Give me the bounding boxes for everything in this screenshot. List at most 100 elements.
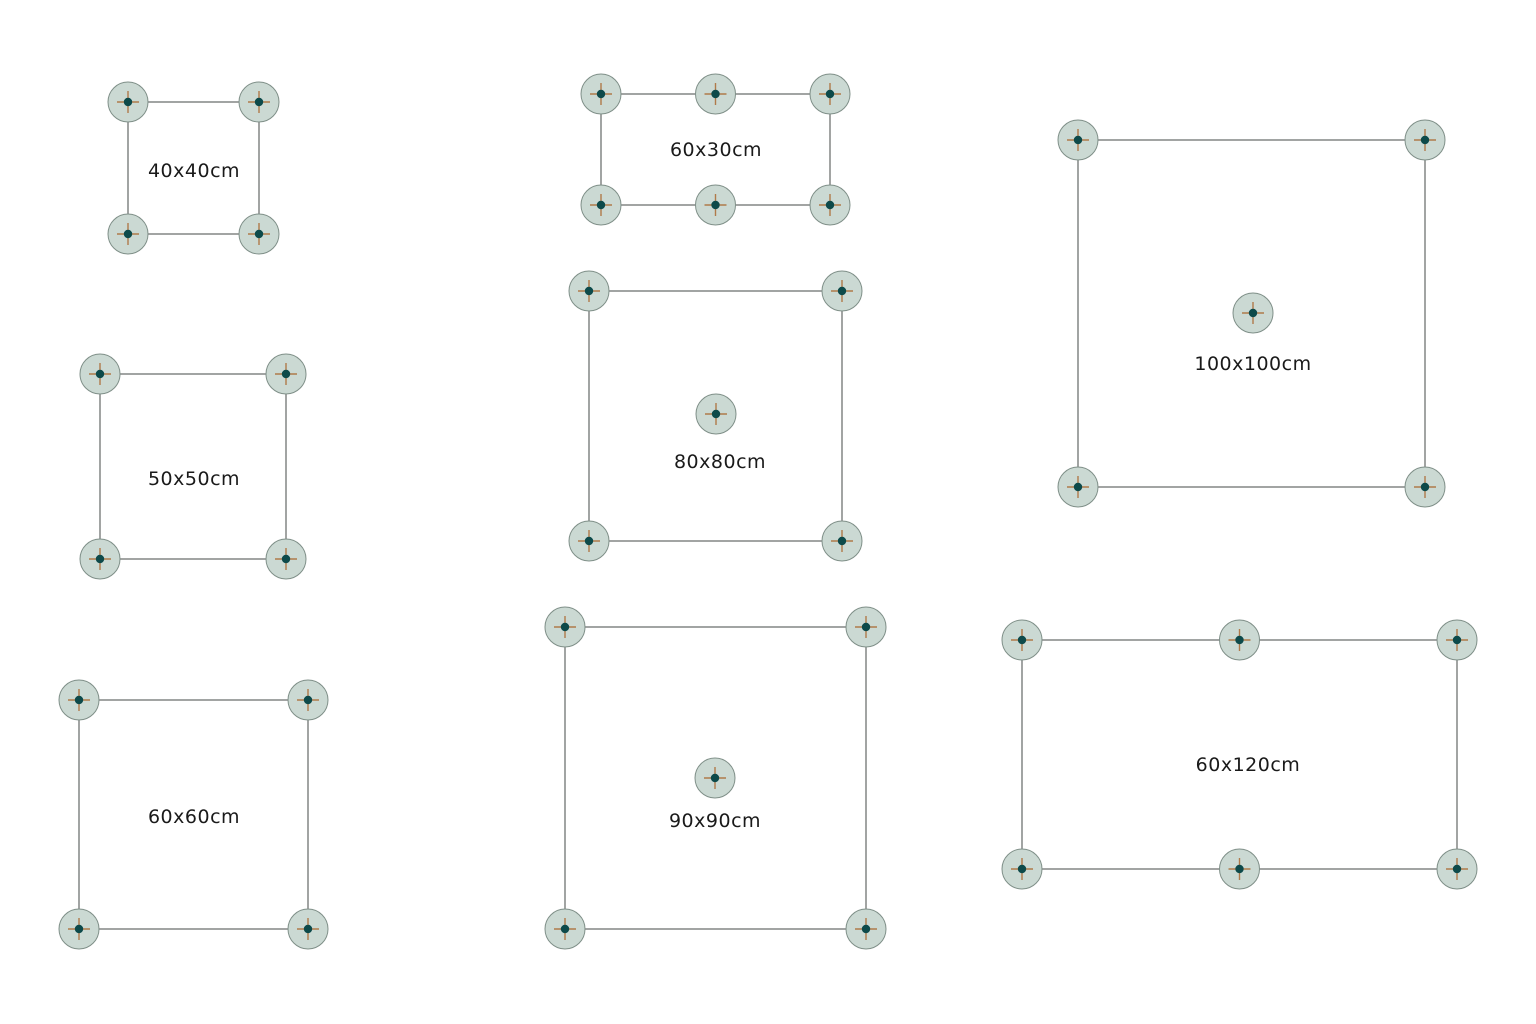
- fixing-dot: [123, 97, 133, 107]
- fixing-dot: [825, 200, 835, 210]
- fixing-point-icon: [1232, 292, 1274, 334]
- fixing-dot: [710, 773, 720, 783]
- fixing-dot: [584, 286, 594, 296]
- fixing-point-icon: [809, 73, 851, 115]
- fixing-dot: [95, 554, 105, 564]
- fixing-dot: [1248, 308, 1258, 318]
- fixing-point-icon: [1436, 619, 1478, 661]
- fixing-dot: [1073, 482, 1083, 492]
- panel-frame: [127, 101, 260, 235]
- fixing-point-icon: [1219, 848, 1260, 890]
- fixing-point-icon: [821, 520, 863, 562]
- panel-90x90cm: 90x90cm: [544, 606, 887, 950]
- fixing-dot: [861, 924, 871, 934]
- fixing-point-icon: [265, 353, 307, 395]
- fixing-point-icon: [821, 270, 863, 312]
- fixing-point-icon: [568, 270, 610, 312]
- fixing-dot: [825, 89, 835, 99]
- fixing-dot: [74, 924, 84, 934]
- panel-size-label: 40x40cm: [148, 160, 240, 182]
- panel-frame: [99, 373, 287, 560]
- fixing-dot: [1420, 482, 1430, 492]
- panel-size-label: 90x90cm: [669, 810, 761, 832]
- fixing-dot: [95, 369, 105, 379]
- fixing-point-icon: [107, 213, 149, 255]
- fixing-dot: [254, 229, 264, 239]
- fixing-point-icon: [238, 81, 280, 123]
- fixing-point-icon: [694, 757, 736, 799]
- fixing-point-icon: [79, 353, 121, 395]
- fixing-dot: [711, 200, 720, 210]
- fixing-point-icon: [265, 538, 307, 580]
- fixing-dot: [303, 695, 313, 705]
- panel-size-label: 80x80cm: [674, 451, 766, 473]
- fixing-point-icon: [1404, 466, 1446, 508]
- fixing-point-icon: [845, 606, 887, 648]
- panel-60x120cm: 60x120cm: [1001, 619, 1478, 890]
- panel-60x30cm: 60x30cm: [580, 73, 851, 226]
- fixing-point-icon: [695, 184, 736, 226]
- fixing-point-icon: [79, 538, 121, 580]
- fixing-dot: [1452, 635, 1462, 645]
- fixing-dot: [560, 924, 570, 934]
- fixing-dot: [123, 229, 133, 239]
- panel-60x60cm: 60x60cm: [58, 679, 329, 950]
- panel-40x40cm: 40x40cm: [107, 81, 280, 255]
- fixing-dot: [1452, 864, 1462, 874]
- fixing-dot: [1017, 635, 1027, 645]
- fixing-dot: [596, 89, 606, 99]
- fixing-point-icon: [580, 184, 622, 226]
- fixing-dot: [560, 622, 570, 632]
- fixing-point-icon: [238, 213, 280, 255]
- panel-100x100cm: 100x100cm: [1057, 119, 1446, 508]
- fixing-point-icon: [1436, 848, 1478, 890]
- fixing-point-icon: [287, 908, 329, 950]
- fixing-dot: [254, 97, 264, 107]
- fixing-dot: [711, 89, 720, 99]
- fixing-point-icon: [1057, 466, 1099, 508]
- panel-size-label: 60x60cm: [148, 806, 240, 828]
- fixing-dot: [1073, 135, 1083, 145]
- fixing-dot: [303, 924, 313, 934]
- fixing-dot: [861, 622, 871, 632]
- panel-frame: [1077, 139, 1426, 488]
- fixing-dot: [74, 695, 84, 705]
- fixing-point-icon: [1001, 619, 1043, 661]
- fixing-point-icon: [568, 520, 610, 562]
- panel-80x80cm: 80x80cm: [568, 270, 863, 562]
- fixing-dot: [1235, 635, 1244, 645]
- fixing-dot: [281, 369, 291, 379]
- panel-size-label: 50x50cm: [148, 468, 240, 490]
- fixing-point-icon: [287, 679, 329, 721]
- fixing-point-icon: [544, 606, 586, 648]
- fixing-dot: [584, 536, 594, 546]
- fixing-point-icon: [1219, 619, 1260, 661]
- fixing-dot: [837, 536, 847, 546]
- fixing-dot: [1235, 864, 1244, 874]
- panel-50x50cm: 50x50cm: [79, 353, 307, 580]
- fixing-dot: [711, 409, 721, 419]
- fixing-point-icon: [1001, 848, 1043, 890]
- fixing-point-icon: [695, 393, 737, 435]
- panel-frame: [564, 626, 867, 930]
- fixing-dot: [837, 286, 847, 296]
- panel-size-label: 60x30cm: [670, 139, 762, 161]
- fixing-point-icon: [107, 81, 149, 123]
- fixing-point-icon: [1404, 119, 1446, 161]
- fixing-point-icon: [695, 73, 736, 115]
- fixing-dot: [596, 200, 606, 210]
- panel-size-label: 60x120cm: [1196, 754, 1301, 776]
- panel-frame: [588, 290, 843, 542]
- fixing-dot: [1420, 135, 1430, 145]
- fixing-point-icon: [58, 679, 100, 721]
- fixing-dot: [1017, 864, 1027, 874]
- fixing-point-icon: [809, 184, 851, 226]
- panel-frame: [78, 699, 309, 930]
- fixing-point-icon: [544, 908, 586, 950]
- fixing-dot: [281, 554, 291, 564]
- fixing-point-icon: [845, 908, 887, 950]
- fixing-point-icon: [580, 73, 622, 115]
- fixing-point-icon: [1057, 119, 1099, 161]
- panel-size-label: 100x100cm: [1194, 353, 1311, 375]
